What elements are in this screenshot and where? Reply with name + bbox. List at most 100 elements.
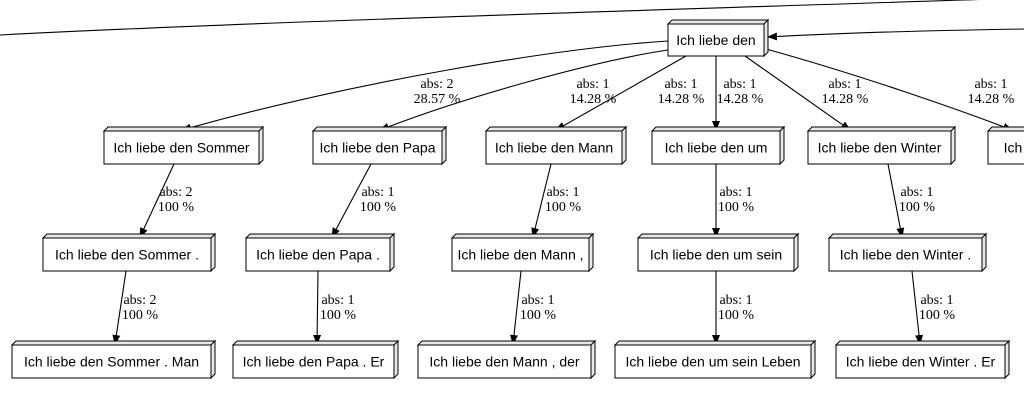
node-label: Ich li xyxy=(1004,140,1024,156)
node-label: Ich liebe den xyxy=(676,32,755,48)
node-box xyxy=(417,344,592,379)
edge-percentage: 100 % xyxy=(718,200,755,215)
node-label: Ich liebe den um sein xyxy=(650,247,782,263)
edge-percentage: 100 % xyxy=(899,200,936,215)
tree-node[interactable]: Ich li xyxy=(986,126,1024,165)
edge-abs-count: abs: 2 xyxy=(420,77,453,92)
edge-n0-n6 xyxy=(765,48,1013,131)
node-box-side xyxy=(793,232,799,273)
tree-node[interactable]: Ich liebe den um sein Leben xyxy=(613,339,817,380)
tree-node[interactable]: Ich liebe den Mann xyxy=(484,125,628,166)
node-box xyxy=(651,130,781,165)
tree-node[interactable]: Ich liebe den Papa xyxy=(311,125,448,166)
tree-node[interactable]: Ich liebe den xyxy=(666,18,770,58)
offscreen-edge-top xyxy=(0,0,980,36)
tree-node[interactable]: Ich liebe den Papa . xyxy=(244,232,396,273)
edge-n5-n51 xyxy=(887,163,905,238)
edge-n3-n31 xyxy=(531,163,552,238)
edge-percentage: 100 % xyxy=(122,308,159,323)
node-box-top xyxy=(102,126,265,132)
node-box xyxy=(614,344,812,379)
node-label: Ich liebe den Mann , xyxy=(457,247,583,263)
edge-abs-count: abs: 1 xyxy=(920,293,953,308)
edge-labels-layer: abs: 228.57 %abs: 114.28 %abs: 114.28 %a… xyxy=(122,77,1015,323)
node-box-top xyxy=(806,126,957,132)
tree-node[interactable]: Ich liebe den Papa . Er xyxy=(231,339,400,380)
node-box-top xyxy=(834,340,1011,346)
edge-percentage: 14.28 % xyxy=(570,92,617,107)
tree-node[interactable]: Ich liebe den Winter . Er xyxy=(834,339,1011,380)
edge-label: abs: 228.57 % xyxy=(414,77,461,107)
tree-node[interactable]: Ich liebe den Winter . xyxy=(827,232,988,273)
tree-node[interactable]: Ich liebe den um sein xyxy=(636,232,800,273)
edge-percentage: 100 % xyxy=(718,308,755,323)
edge-abs-count: abs: 2 xyxy=(159,185,192,200)
edge-n11-n111 xyxy=(112,270,127,345)
edge-percentage: 100 % xyxy=(320,308,357,323)
node-box-top xyxy=(666,19,770,25)
node-box xyxy=(245,237,391,272)
edge-abs-count: abs: 1 xyxy=(664,77,697,92)
edge-abs-count: abs: 2 xyxy=(123,293,156,308)
node-box xyxy=(312,130,443,165)
node-box-top xyxy=(10,340,217,346)
edge-label: abs: 114.28 % xyxy=(658,77,705,107)
node-box-side xyxy=(763,18,769,58)
node-label: Ich liebe den um xyxy=(665,140,768,156)
edge-abs-count: abs: 1 xyxy=(900,185,933,200)
edge-abs-count: abs: 1 xyxy=(321,293,354,308)
node-label: Ich liebe den Sommer xyxy=(113,140,250,156)
edge-abs-count: abs: 1 xyxy=(974,77,1007,92)
edge-abs-count: abs: 1 xyxy=(546,185,579,200)
tree-node[interactable]: Ich liebe den Sommer . Man xyxy=(10,339,217,380)
edge-label: abs: 114.28 % xyxy=(717,77,764,107)
node-label: Ich liebe den Sommer . Man xyxy=(24,354,199,370)
offscreen-edge-right-incoming xyxy=(767,28,1024,41)
edge-n1-n11 xyxy=(139,163,175,238)
node-box xyxy=(987,130,1024,165)
edge-abs-count: abs: 1 xyxy=(521,293,554,308)
node-box-top xyxy=(827,233,988,239)
node-box-side xyxy=(950,125,956,166)
node-box-top xyxy=(613,340,817,346)
tree-node[interactable]: Ich liebe den Winter xyxy=(806,125,957,166)
tree-node[interactable]: Ich liebe den Mann , der xyxy=(416,339,597,380)
node-label: Ich liebe den Mann xyxy=(495,140,613,156)
node-box-side xyxy=(258,125,264,166)
edge-abs-count: abs: 1 xyxy=(828,77,861,92)
node-label: Ich liebe den Papa xyxy=(320,140,436,156)
node-box-side xyxy=(981,232,987,273)
offscreen-edges xyxy=(0,0,1024,41)
edge-abs-count: abs: 1 xyxy=(361,185,394,200)
node-box xyxy=(451,237,590,272)
tree-node[interactable]: Ich liebe den Sommer xyxy=(102,125,265,166)
node-box xyxy=(485,130,623,165)
edge-abs-count: abs: 1 xyxy=(719,185,752,200)
edge-n0-n2 xyxy=(379,49,669,131)
node-box xyxy=(103,130,260,165)
tree-node[interactable]: Ich liebe den Mann , xyxy=(450,232,595,273)
tree-node[interactable]: Ich liebe den um xyxy=(650,125,786,166)
edge-n31-n311 xyxy=(510,270,522,345)
node-label: Ich liebe den Papa . Er xyxy=(243,354,385,370)
node-box xyxy=(42,237,212,272)
node-box-top xyxy=(311,126,448,132)
edge-n51-n511 xyxy=(911,270,923,345)
edge-n21-n211 xyxy=(313,270,322,345)
node-box-top xyxy=(484,126,628,132)
node-label: Ich liebe den Mann , der xyxy=(429,354,580,370)
node-box-top xyxy=(450,233,595,239)
tree-node[interactable]: Ich liebe den Sommer . xyxy=(41,232,217,273)
node-box-top xyxy=(650,126,786,132)
edge-percentage: 14.28 % xyxy=(968,92,1015,107)
